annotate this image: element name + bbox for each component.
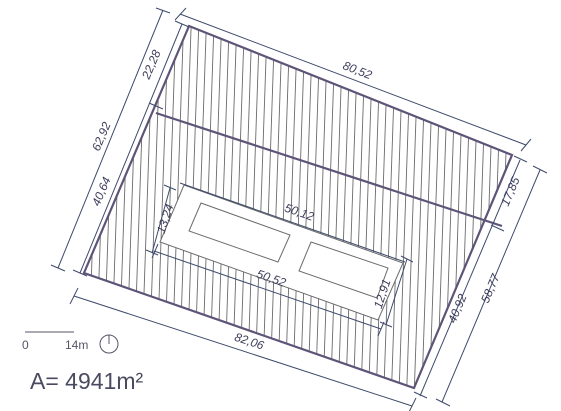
hatch-line xyxy=(443,26,459,388)
hatch-line xyxy=(329,26,345,388)
hatch-line xyxy=(458,26,474,388)
hatch-line xyxy=(451,26,467,388)
dim-right-lower: 40,92 xyxy=(445,292,470,325)
hatch-line xyxy=(520,0,534,411)
hatch-line xyxy=(359,26,375,388)
roof-outline xyxy=(82,24,514,390)
hatch-line xyxy=(413,26,429,388)
hatch-line xyxy=(481,26,497,388)
hatch-line xyxy=(473,26,489,388)
hatch-line xyxy=(397,26,413,388)
hatch-line xyxy=(390,26,406,388)
hatch-line xyxy=(528,0,542,411)
dimension-lines xyxy=(50,7,548,411)
hatch-line xyxy=(321,26,337,388)
hatch-line xyxy=(101,26,117,388)
hatch-line xyxy=(375,26,391,388)
hatch-line xyxy=(314,26,330,388)
hatch-line xyxy=(261,26,277,388)
hatch-line xyxy=(367,26,383,388)
scale-zero: 0 xyxy=(22,338,29,352)
hatch-line xyxy=(420,26,436,388)
dim-right-total: 58,77 xyxy=(478,271,503,305)
dim-left-lower: 40,64 xyxy=(89,175,114,208)
skylight-right xyxy=(298,241,389,299)
skylight-left xyxy=(188,202,291,263)
ridge-line xyxy=(155,111,503,228)
hatch-line xyxy=(466,26,482,388)
hatch-line xyxy=(306,26,322,388)
hatch-line xyxy=(116,26,132,388)
hatch-line xyxy=(405,26,421,388)
hatch-line xyxy=(382,26,398,388)
area-label: A= 4941m² xyxy=(30,368,144,394)
dim-top: 80,52 xyxy=(341,58,374,82)
scale-length: 14m xyxy=(65,338,88,352)
hatch-line xyxy=(124,26,140,388)
hatch-line xyxy=(511,26,512,388)
scale-bar: 0 14m xyxy=(22,331,119,354)
dim-left-total: 62,92 xyxy=(89,120,114,153)
